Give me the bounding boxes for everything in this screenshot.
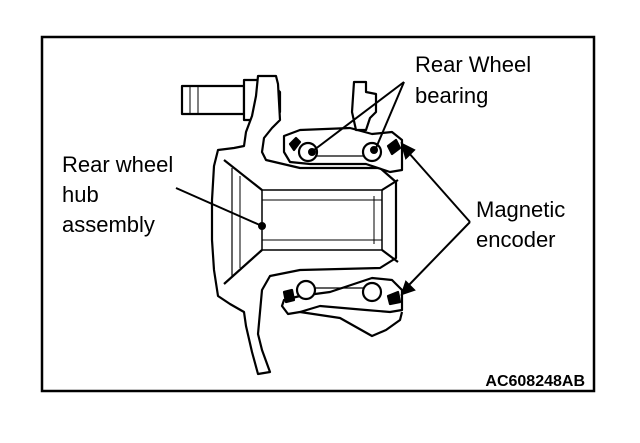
hub-bore — [223, 159, 399, 285]
label-rear-wheel-bearing-line1: Rear Wheel — [415, 52, 531, 77]
lower-bearing-ball-right — [361, 281, 383, 303]
label-rear-wheel-bearing: Rear Wheel bearing — [415, 52, 531, 108]
label-encoder-line2: encoder — [476, 227, 556, 252]
label-rear-wheel-bearing-line2: bearing — [415, 83, 488, 108]
figure-frame — [40, 35, 596, 393]
label-hub-line1: Rear wheel — [62, 152, 173, 177]
label-hub-line2: hub — [62, 182, 99, 207]
figure-code: AC608248AB — [485, 373, 585, 390]
label-magnetic-encoder: Magnetic encoder — [476, 197, 565, 252]
lower-bearing — [280, 276, 404, 338]
label-encoder-line1: Magnetic — [476, 197, 565, 222]
label-rear-wheel-hub-assembly: Rear wheel hub assembly — [62, 152, 173, 237]
upper-bearing — [282, 126, 404, 174]
hub-drawing — [180, 74, 404, 376]
leader-lines — [175, 81, 471, 296]
label-hub-line3: assembly — [62, 212, 155, 237]
lower-bearing-ball-left — [295, 279, 317, 301]
